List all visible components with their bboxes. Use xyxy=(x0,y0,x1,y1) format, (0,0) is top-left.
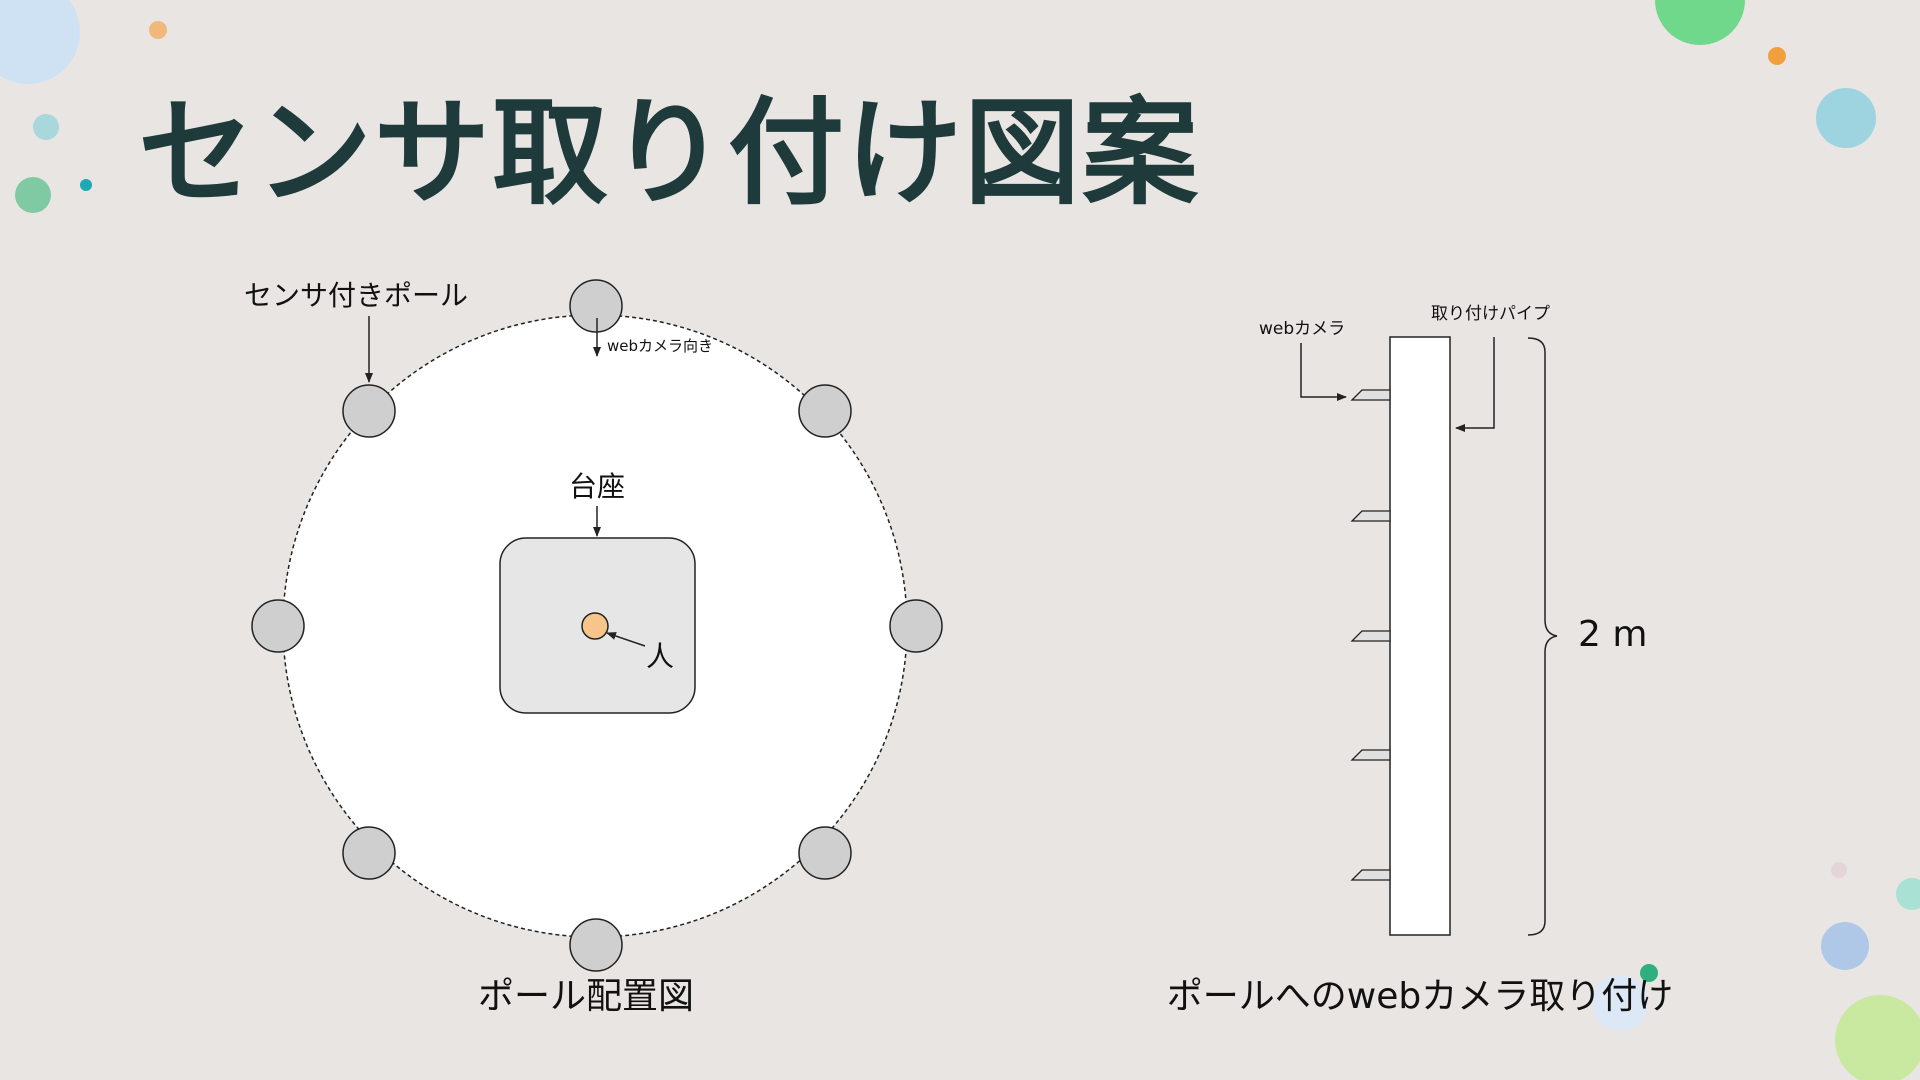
sensor-pole xyxy=(798,384,852,438)
decor-dot xyxy=(1831,862,1847,878)
person-marker xyxy=(581,612,609,640)
decor-dot xyxy=(1821,922,1869,970)
webcam-mount xyxy=(1350,389,1391,401)
sensor-pole xyxy=(569,918,623,972)
camera-mount-diagram: webカメラ 取り付けパイプ 2 m ポールへのwebカメラ取り付け xyxy=(1167,304,1673,1017)
slide-title: センサ取り付け図案 xyxy=(138,86,1200,221)
pole-label: センサ付きポール xyxy=(244,279,468,312)
height-bracket xyxy=(1527,337,1558,936)
pipe-label: 取り付けパイプ xyxy=(1431,304,1550,324)
decor-dot xyxy=(1640,964,1658,982)
base-label: 台座 xyxy=(569,470,625,503)
webcam-mount xyxy=(1350,749,1391,761)
left-caption: ポール配置図 xyxy=(478,976,694,1017)
pole-body xyxy=(1389,336,1451,936)
sensor-pole xyxy=(569,279,623,333)
decor-dot xyxy=(1768,47,1786,65)
decor-dot xyxy=(15,177,51,213)
decor-dot xyxy=(1592,975,1648,1031)
decor-dot xyxy=(149,21,167,39)
webcam-mount xyxy=(1350,510,1391,522)
decor-dot xyxy=(0,0,80,84)
camera-direction-label: webカメラ向き xyxy=(607,337,713,355)
camera-label-arrow xyxy=(1300,343,1347,401)
decor-dot xyxy=(1896,878,1920,910)
camera-label: webカメラ xyxy=(1259,319,1345,339)
height-label: 2 m xyxy=(1578,614,1647,655)
webcam-mount xyxy=(1350,630,1391,642)
decor-dot xyxy=(80,179,92,191)
sensor-pole xyxy=(798,826,852,880)
sensor-pole xyxy=(342,384,396,438)
decor-dot xyxy=(1655,0,1745,45)
decor-dot xyxy=(1835,995,1920,1080)
webcam-mounts xyxy=(1350,389,1391,881)
pole-layout-diagram: 人 台座 センサ付きポール webカメラ向き ポール配置図 xyxy=(244,279,943,1017)
decor-dot xyxy=(33,114,59,140)
poles xyxy=(251,279,943,972)
sensor-pole xyxy=(251,599,305,653)
right-caption: ポールへのwebカメラ取り付け xyxy=(1167,976,1673,1017)
person-label: 人 xyxy=(646,640,674,673)
person-arrow xyxy=(606,632,646,647)
webcam-mount xyxy=(1350,869,1391,881)
sensor-pole xyxy=(342,826,396,880)
pipe-label-arrow xyxy=(1455,337,1495,432)
decor-dot xyxy=(1816,88,1876,148)
sensor-pole xyxy=(889,599,943,653)
